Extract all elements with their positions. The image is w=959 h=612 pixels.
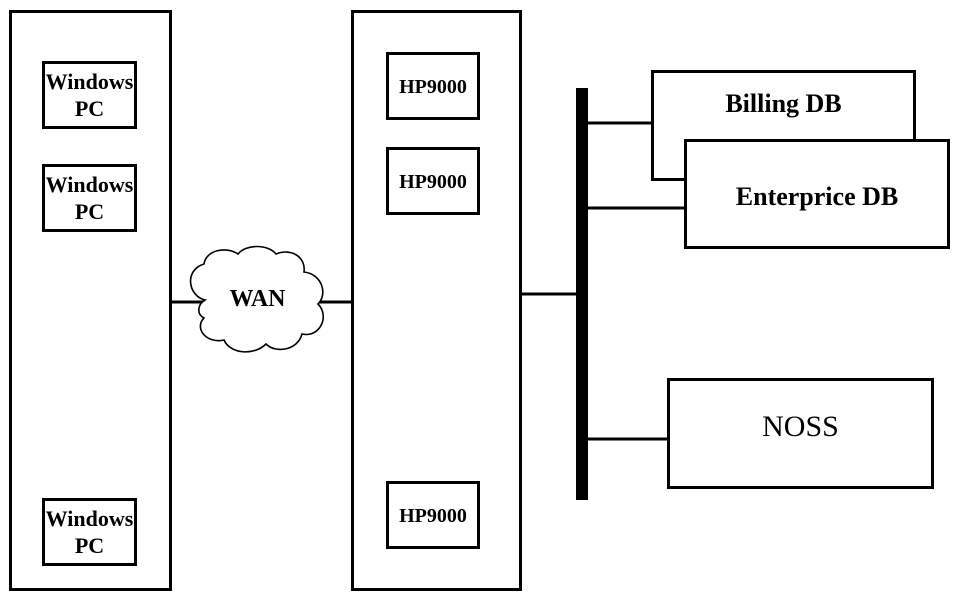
wan-label: WAN	[229, 286, 286, 312]
windows-pc-3-line1: Windows	[45, 506, 134, 531]
network-bus-bar	[576, 88, 588, 500]
windows-pc-3[interactable]: Windows PC	[42, 498, 137, 566]
wan-cloud-icon	[189, 245, 324, 353]
windows-pc-1-line1: Windows	[45, 69, 134, 94]
noss-label: NOSS	[762, 410, 839, 443]
hp9000-server-3-label: HP9000	[399, 505, 467, 527]
windows-pc-2-line1: Windows	[45, 172, 134, 197]
noss-box[interactable]: NOSS	[667, 378, 934, 489]
hp9000-server-2-label: HP9000	[399, 171, 467, 193]
windows-pc-1[interactable]: Windows PC	[42, 61, 137, 129]
hp9000-server-1[interactable]: HP9000	[386, 52, 480, 120]
windows-pc-2[interactable]: Windows PC	[42, 164, 137, 232]
enterprise-db-box[interactable]: Enterprice DB	[684, 139, 950, 249]
windows-pc-3-line2: PC	[74, 533, 105, 558]
windows-pc-1-line2: PC	[74, 96, 105, 121]
hp9000-server-1-label: HP9000	[399, 76, 467, 98]
hp9000-server-3[interactable]: HP9000	[386, 481, 480, 549]
billing-db-label: Billing DB	[725, 89, 842, 118]
hp9000-server-2[interactable]: HP9000	[386, 147, 480, 215]
enterprise-db-label: Enterprice DB	[735, 182, 899, 211]
windows-pc-2-line2: PC	[74, 199, 105, 224]
